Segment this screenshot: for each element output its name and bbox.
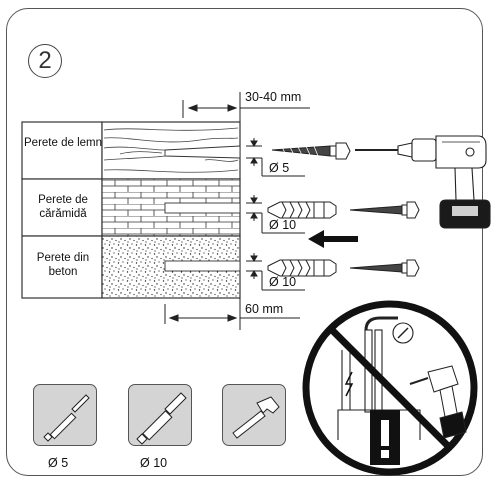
wall-label-concrete: Perete din beton bbox=[36, 252, 90, 278]
step-number: 2 bbox=[28, 44, 62, 78]
dimension-wood-depth-label: 30-40 mm bbox=[245, 90, 302, 104]
wall-label-brick: Perete de cărămidă bbox=[38, 194, 88, 220]
wood-screw bbox=[271, 142, 351, 160]
brick-wall-plug bbox=[267, 201, 337, 219]
wall-label-wood: Perete de lemn bbox=[24, 137, 102, 149]
concrete-wall-plug bbox=[267, 259, 337, 277]
dimension-concrete-depth-label: 60 mm bbox=[245, 302, 284, 316]
no-drilling-near-cables-icon bbox=[302, 300, 478, 476]
concrete-screw bbox=[349, 259, 420, 277]
hole-diameter-concrete-label: Ø 10 bbox=[269, 275, 297, 289]
hole-diameter-wood-label: Ø 5 bbox=[269, 161, 290, 175]
drill-bit-icon bbox=[136, 392, 187, 445]
tool-drill-bit-5 bbox=[33, 384, 97, 446]
dimension-wood-depth bbox=[182, 92, 310, 122]
brick-screw bbox=[349, 201, 420, 219]
tool-label-10: Ø 10 bbox=[140, 456, 168, 470]
tool-drill-bit-10 bbox=[128, 384, 192, 446]
tool-label-5: Ø 5 bbox=[48, 456, 69, 470]
power-drill-icon bbox=[355, 135, 491, 229]
brick-wall-section bbox=[101, 178, 241, 237]
hammer-icon bbox=[232, 396, 280, 439]
concrete-wall-section bbox=[101, 235, 241, 299]
dimension-concrete-depth bbox=[164, 298, 300, 330]
tool-hammer bbox=[222, 384, 286, 446]
wall-label-column bbox=[21, 121, 103, 299]
hole-diameter-markers bbox=[246, 138, 305, 291]
insert-arrow bbox=[308, 230, 358, 248]
wood-wall-section bbox=[101, 121, 241, 180]
hole-diameter-brick-label: Ø 10 bbox=[269, 218, 297, 232]
drill-bit-icon bbox=[43, 394, 90, 442]
